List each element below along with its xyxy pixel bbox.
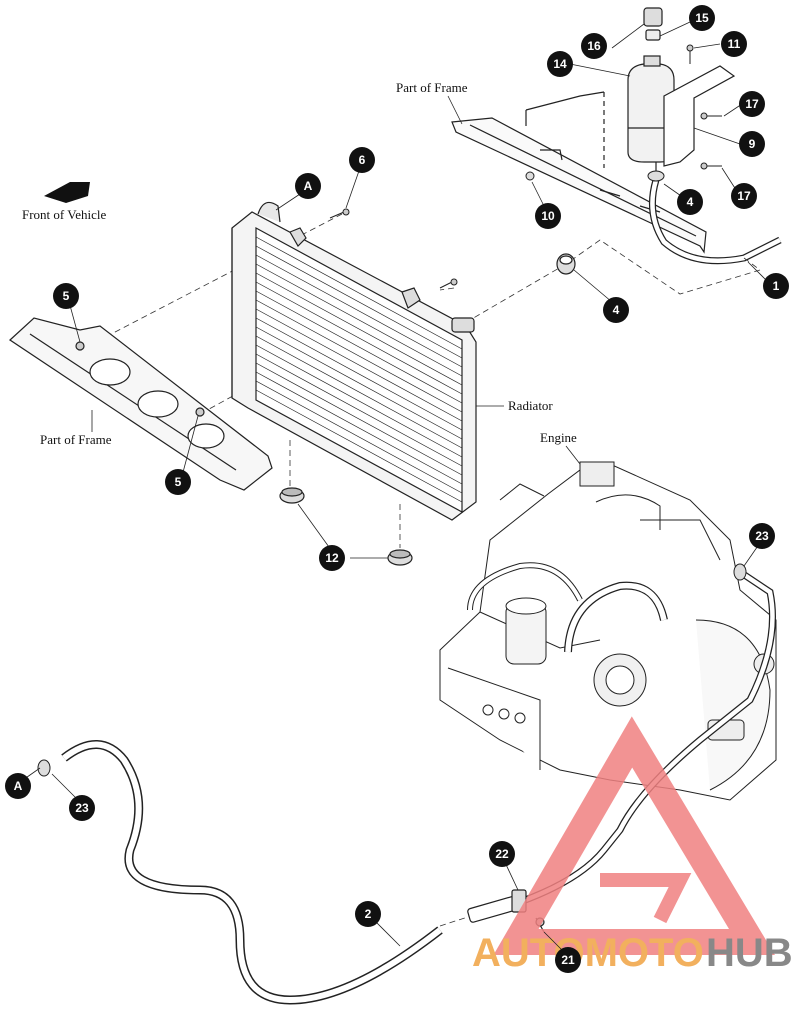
svg-text:22: 22 [495, 847, 509, 861]
svg-text:9: 9 [749, 137, 756, 151]
callout-4-top: 4 [677, 189, 703, 215]
callout-A-lower: A [5, 773, 31, 799]
callout-5-upper: 5 [53, 283, 79, 309]
frame-top [451, 91, 707, 254]
svg-text:A: A [14, 779, 23, 793]
radiator-label: Radiator [508, 398, 553, 413]
callout-9: 9 [739, 131, 765, 157]
bracket-screws [525, 44, 722, 181]
svg-text:5: 5 [175, 475, 182, 489]
callout-12: 12 [319, 545, 345, 571]
watermark-text-primary: AUTOMOTO [472, 931, 704, 975]
callout-14: 14 [547, 51, 573, 77]
radiator-mount-screws [329, 208, 458, 289]
callout-11: 11 [721, 31, 747, 57]
engine [439, 461, 777, 801]
svg-text:15: 15 [695, 11, 709, 25]
svg-text:2: 2 [365, 907, 372, 921]
frame-left [9, 317, 273, 491]
svg-text:1: 1 [773, 279, 780, 293]
radiator [231, 201, 477, 521]
callout-4-grommet: 4 [603, 297, 629, 323]
svg-text:16: 16 [587, 39, 601, 53]
reservoir-bracket [663, 65, 736, 167]
front-of-vehicle-label: Front of Vehicle [22, 207, 106, 222]
svg-text:14: 14 [553, 57, 567, 71]
lower-hose [37, 740, 443, 1005]
svg-text:11: 11 [728, 37, 741, 51]
callout-21: 21 [555, 947, 581, 973]
guide-lines [91, 213, 761, 927]
front-arrow-icon [44, 182, 90, 203]
svg-text:6: 6 [359, 153, 366, 167]
callout-17-lower: 17 [731, 183, 757, 209]
svg-text:12: 12 [325, 551, 339, 565]
svg-text:17: 17 [745, 97, 759, 111]
grommets [279, 253, 576, 566]
callout-10: 10 [535, 203, 561, 229]
engine-label: Engine [540, 430, 577, 445]
svg-text:23: 23 [755, 529, 769, 543]
callout-23-lower: 23 [69, 795, 95, 821]
watermark-text-secondary: HUB [706, 931, 793, 975]
callout-A-radiator: A [295, 173, 321, 199]
reservoir-hose [647, 170, 782, 265]
svg-text:4: 4 [687, 195, 694, 209]
svg-text:21: 21 [561, 953, 575, 967]
callout-15: 15 [689, 5, 715, 31]
callout-6: 6 [349, 147, 375, 173]
callout-2: 2 [355, 901, 381, 927]
frame-left-label: Part of Frame [40, 432, 112, 447]
frame-top-label: Part of Frame [396, 80, 468, 95]
svg-text:A: A [304, 179, 313, 193]
callout-5-lower: 5 [165, 469, 191, 495]
svg-text:23: 23 [75, 801, 89, 815]
watermark-logo [493, 716, 775, 955]
reservoir-cap [643, 7, 663, 41]
svg-text:5: 5 [63, 289, 70, 303]
svg-text:4: 4 [613, 303, 620, 317]
callout-16: 16 [581, 33, 607, 59]
callout-23-engine: 23 [749, 523, 775, 549]
callout-leaders [19, 21, 771, 957]
callout-22: 22 [489, 841, 515, 867]
callout-17-upper: 17 [739, 91, 765, 117]
svg-text:10: 10 [541, 209, 555, 223]
callout-1: 1 [763, 273, 789, 299]
svg-text:17: 17 [737, 189, 751, 203]
